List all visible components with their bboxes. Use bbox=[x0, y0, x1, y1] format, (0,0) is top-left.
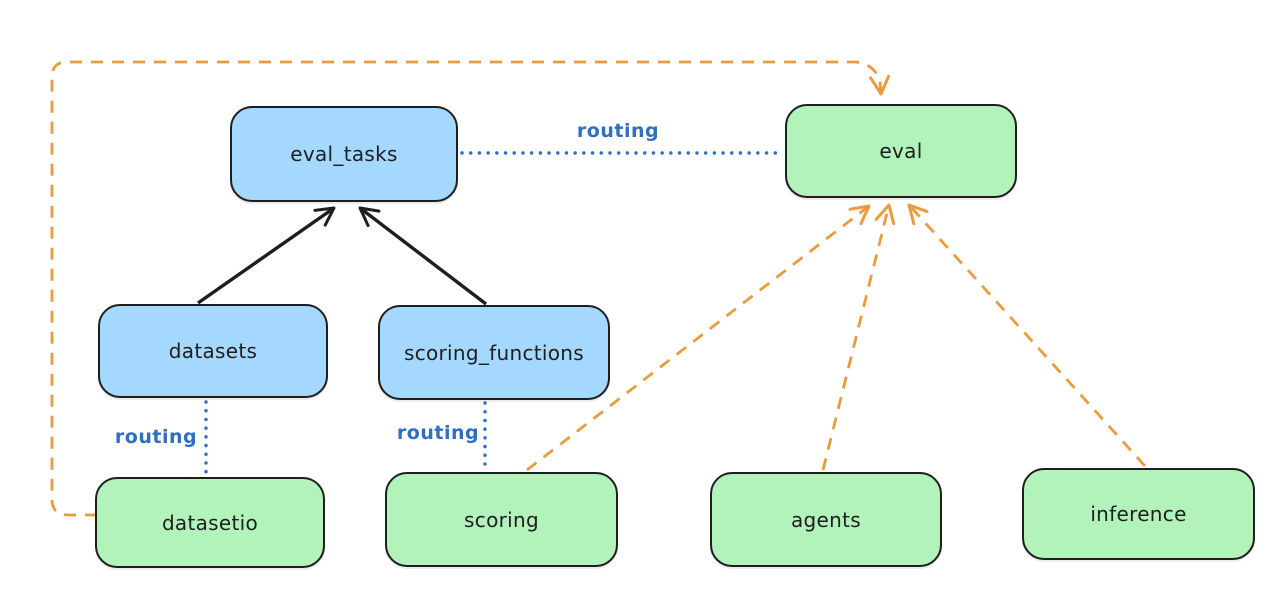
edge-label-datasets-to-datasetio-routing: routing bbox=[114, 426, 198, 448]
edge-scoring_functions-to-eval_tasks bbox=[358, 206, 488, 306]
node-label-eval: eval bbox=[879, 139, 923, 163]
node-eval_tasks: eval_tasks bbox=[230, 106, 458, 202]
node-inference: inference bbox=[1022, 468, 1255, 560]
node-label-scoring: scoring bbox=[464, 507, 539, 532]
edge-scoring-to-eval bbox=[526, 204, 871, 472]
edge-datasetio-to-eval bbox=[50, 60, 891, 517]
node-label-scoring_functions: scoring_functions bbox=[403, 340, 585, 365]
node-agents: agents bbox=[710, 472, 942, 567]
edge-label-eval_tasks-to-eval-routing: routing bbox=[576, 120, 660, 142]
node-datasets: datasets bbox=[98, 304, 328, 398]
node-label-eval_tasks: eval_tasks bbox=[290, 142, 398, 166]
node-eval: eval bbox=[785, 104, 1017, 198]
node-scoring: scoring bbox=[385, 472, 618, 567]
edge-agents-to-eval bbox=[821, 203, 896, 471]
node-label-agents: agents bbox=[791, 507, 861, 532]
node-label-datasetio: datasetio bbox=[161, 510, 259, 535]
node-scoring_functions: scoring_functions bbox=[378, 305, 610, 400]
node-label-inference: inference bbox=[1090, 502, 1187, 526]
node-datasetio: datasetio bbox=[95, 477, 325, 568]
node-label-datasets: datasets bbox=[168, 339, 258, 363]
edge-label-scoring_functions-to-scoring-routing: routing bbox=[396, 422, 480, 444]
edge-inference-to-eval bbox=[907, 203, 1147, 467]
edge-datasets-to-eval_tasks bbox=[197, 206, 336, 305]
